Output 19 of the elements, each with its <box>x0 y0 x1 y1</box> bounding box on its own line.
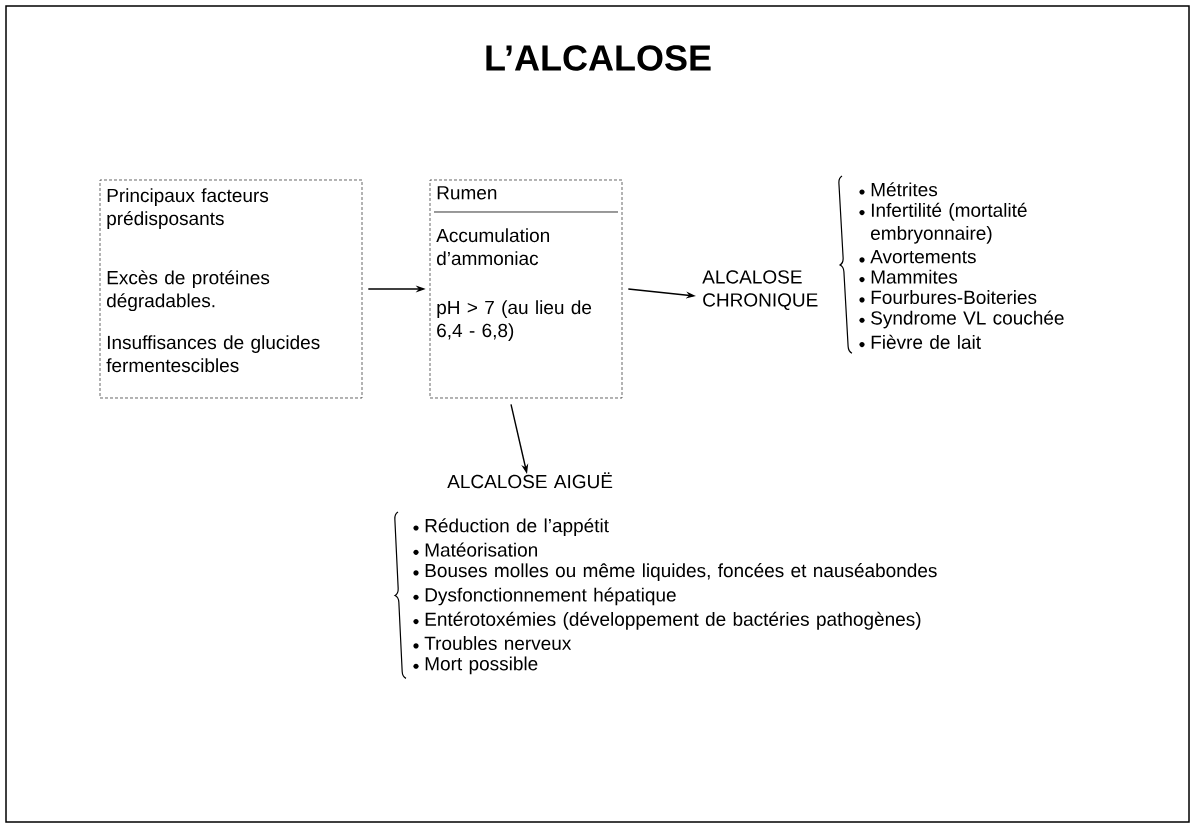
list-item: Fièvre de lait <box>859 334 981 349</box>
list-item: Avortements <box>859 250 976 264</box>
factor-box: Principaux facteurs prédisposants Excès de protéines dégradables. Insuffisances de glucides fermentescibles <box>99 179 363 399</box>
outcome-label: ALCALOSE CHRONIQUE <box>702 270 818 311</box>
rumen-box: Rumen Accumulation d’ammoniac pH > 7 (au lieu de 6,4 - 6,8) <box>429 179 623 399</box>
list-item: Matéorisation <box>413 542 537 557</box>
list-item: Entérotoxémies (développement de bactéries pathogènes) <box>413 611 921 630</box>
outcome-label: ALCALOSE AIGUË <box>447 472 613 489</box>
list-item: Syndrome VL couchée <box>859 310 1064 329</box>
list-item: Dysfonctionnement hépatique <box>413 587 676 606</box>
list-item: Réduction de l’appétit <box>413 518 609 537</box>
title: L’ALCALOSE <box>486 45 711 71</box>
list-item: Fourbures-Boiteries <box>859 290 1037 305</box>
list-item: Métrites <box>859 182 938 197</box>
list-item: Bouses molles ou même liquides, foncées et nauséabondes <box>413 563 937 582</box>
list-item: Troubles nerveux <box>413 636 572 651</box>
list-item: Infertilité (mortalité embryonnaire) <box>859 202 1027 244</box>
list-item: Mammites <box>859 269 958 284</box>
list-item: Mort possible <box>413 656 538 675</box>
